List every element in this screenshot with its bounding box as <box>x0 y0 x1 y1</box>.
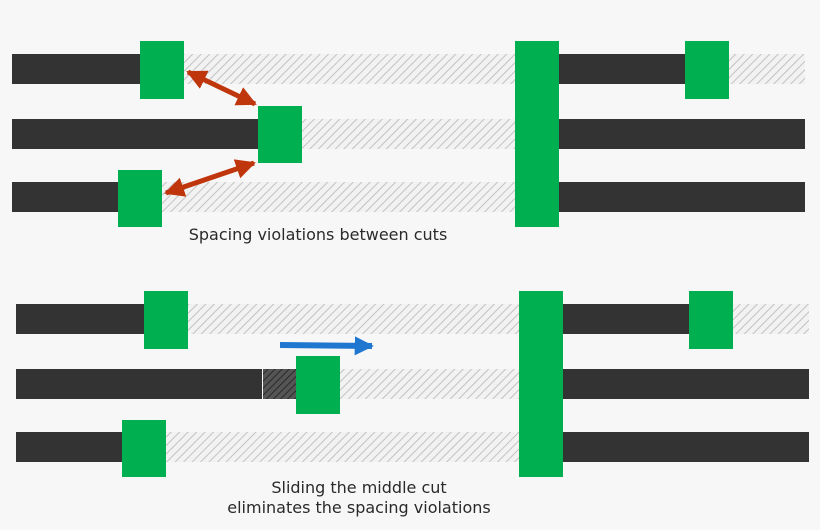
double-headed-arrow-icon <box>164 159 256 197</box>
wire-solid <box>16 304 146 334</box>
wire-solid <box>12 119 260 149</box>
cut-block <box>144 291 188 349</box>
wire-hatched <box>338 369 521 399</box>
wire-solid <box>12 54 142 84</box>
wire-hatched <box>124 432 521 462</box>
right-arrow-icon <box>279 336 374 356</box>
wire-solid <box>557 119 805 149</box>
cut-block <box>685 41 729 99</box>
top-caption: Spacing violations between cuts <box>189 225 448 244</box>
vertical-cut-bar <box>515 41 559 227</box>
wire-hatched <box>260 119 517 149</box>
vertical-cut-bar <box>519 291 563 477</box>
wire-solid <box>16 432 124 462</box>
top-panel: Spacing violations between cuts <box>12 41 805 244</box>
wire-solid <box>12 182 120 212</box>
wire-hatched-extended <box>263 369 297 399</box>
wire-hatched <box>146 304 521 334</box>
wire-solid <box>557 54 687 84</box>
bottom-caption-line2: eliminates the spacing violations <box>227 498 490 517</box>
cut-block-slid <box>296 356 340 414</box>
cut-block <box>689 291 733 349</box>
wire-solid <box>557 182 805 212</box>
cut-block <box>140 41 184 99</box>
wire-solid <box>561 369 809 399</box>
wire-solid <box>16 369 262 399</box>
cut-block <box>258 106 302 163</box>
wire-solid <box>561 432 809 462</box>
wire-solid <box>561 304 691 334</box>
cut-block <box>118 170 162 227</box>
bottom-panel: Sliding the middle cut eliminates the sp… <box>16 291 809 517</box>
cut-block <box>122 420 166 477</box>
bottom-caption-line1: Sliding the middle cut <box>271 478 446 497</box>
double-headed-arrow-icon <box>186 69 257 107</box>
